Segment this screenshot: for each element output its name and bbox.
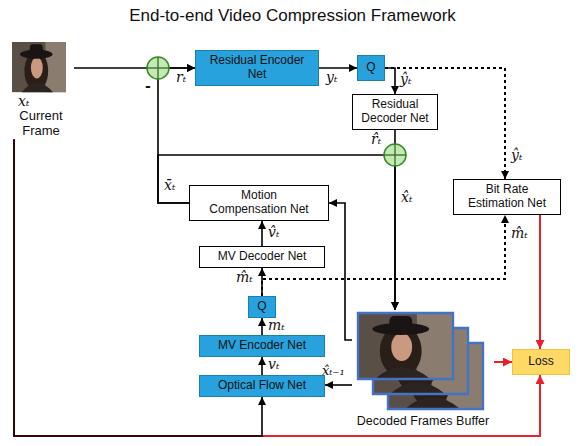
signal-label: x̄ₜ (164, 178, 175, 193)
box-label: Motion Compensation Net (203, 189, 315, 217)
signal-label: x̂ₜ (401, 190, 412, 205)
signal-symbol: xₜ (18, 94, 29, 109)
connector (539, 215, 541, 349)
process-box: Motion Compensation Net (189, 185, 329, 221)
signal-label: - (145, 79, 151, 94)
box-label: MV Encoder Net (218, 339, 306, 353)
signal-label: m̂ₜ (511, 226, 528, 241)
process-box: MV Decoder Net (199, 246, 325, 268)
process-box: Bit Rate Estimation Net (453, 179, 561, 215)
box-label: Residual Encoder Net (202, 54, 312, 82)
connector (158, 68, 195, 203)
box-label: Residual Decoder Net (359, 98, 431, 126)
quantizer-box: Q (357, 55, 385, 81)
signal-label: x̂ₜ₋₁ (322, 364, 345, 378)
subtract-junction (147, 57, 169, 79)
connector (261, 357, 263, 375)
add-junction (384, 144, 406, 166)
signal-label: m̂ₜ (236, 270, 253, 285)
box-label: Q (366, 61, 375, 75)
input-frame: xₜCurrent Frame (8, 40, 74, 139)
diagram-title: End-to-end Video Compression Framework (0, 6, 585, 26)
process-box: Residual Decoder Net (352, 94, 438, 130)
caption-text: Current Frame (8, 109, 74, 139)
signal-label: r̂ₜ (371, 132, 381, 147)
signal-label: ŷₜ (511, 148, 522, 163)
box-label: MV Decoder Net (218, 250, 307, 264)
connector (494, 361, 512, 363)
signal-label: vₜ (268, 357, 279, 372)
signal-label: mₜ (268, 318, 285, 333)
signal-label: yₜ (326, 70, 337, 85)
caption-text: Decoded Frames Buffer (357, 414, 489, 428)
signal-label: ŷₜ (400, 72, 411, 87)
process-box: MV Encoder Net (199, 335, 325, 357)
process-box: Optical Flow Net (199, 375, 325, 397)
signal-label: rₜ (176, 70, 186, 85)
box-label: Loss (528, 355, 553, 369)
connector (325, 384, 352, 386)
box-label: Optical Flow Net (218, 379, 306, 393)
image-spacer (41, 40, 42, 94)
connector (319, 67, 357, 69)
box-label: Q (257, 300, 266, 314)
loss-box: Loss (512, 349, 570, 375)
quantizer-box: Q (248, 296, 276, 318)
connector (385, 68, 395, 94)
process-box: Residual Encoder Net (195, 50, 319, 86)
connector (329, 203, 352, 340)
connector (261, 221, 263, 246)
buffer-frame-image (358, 313, 453, 379)
signal-label: v̂ₜ (268, 225, 279, 240)
box-label: Bit Rate Estimation Net (460, 183, 554, 211)
connector (261, 318, 263, 335)
frame-buffer: Decoded Frames Buffer (352, 310, 494, 428)
current-frame-image (12, 42, 66, 92)
connector (158, 155, 395, 310)
